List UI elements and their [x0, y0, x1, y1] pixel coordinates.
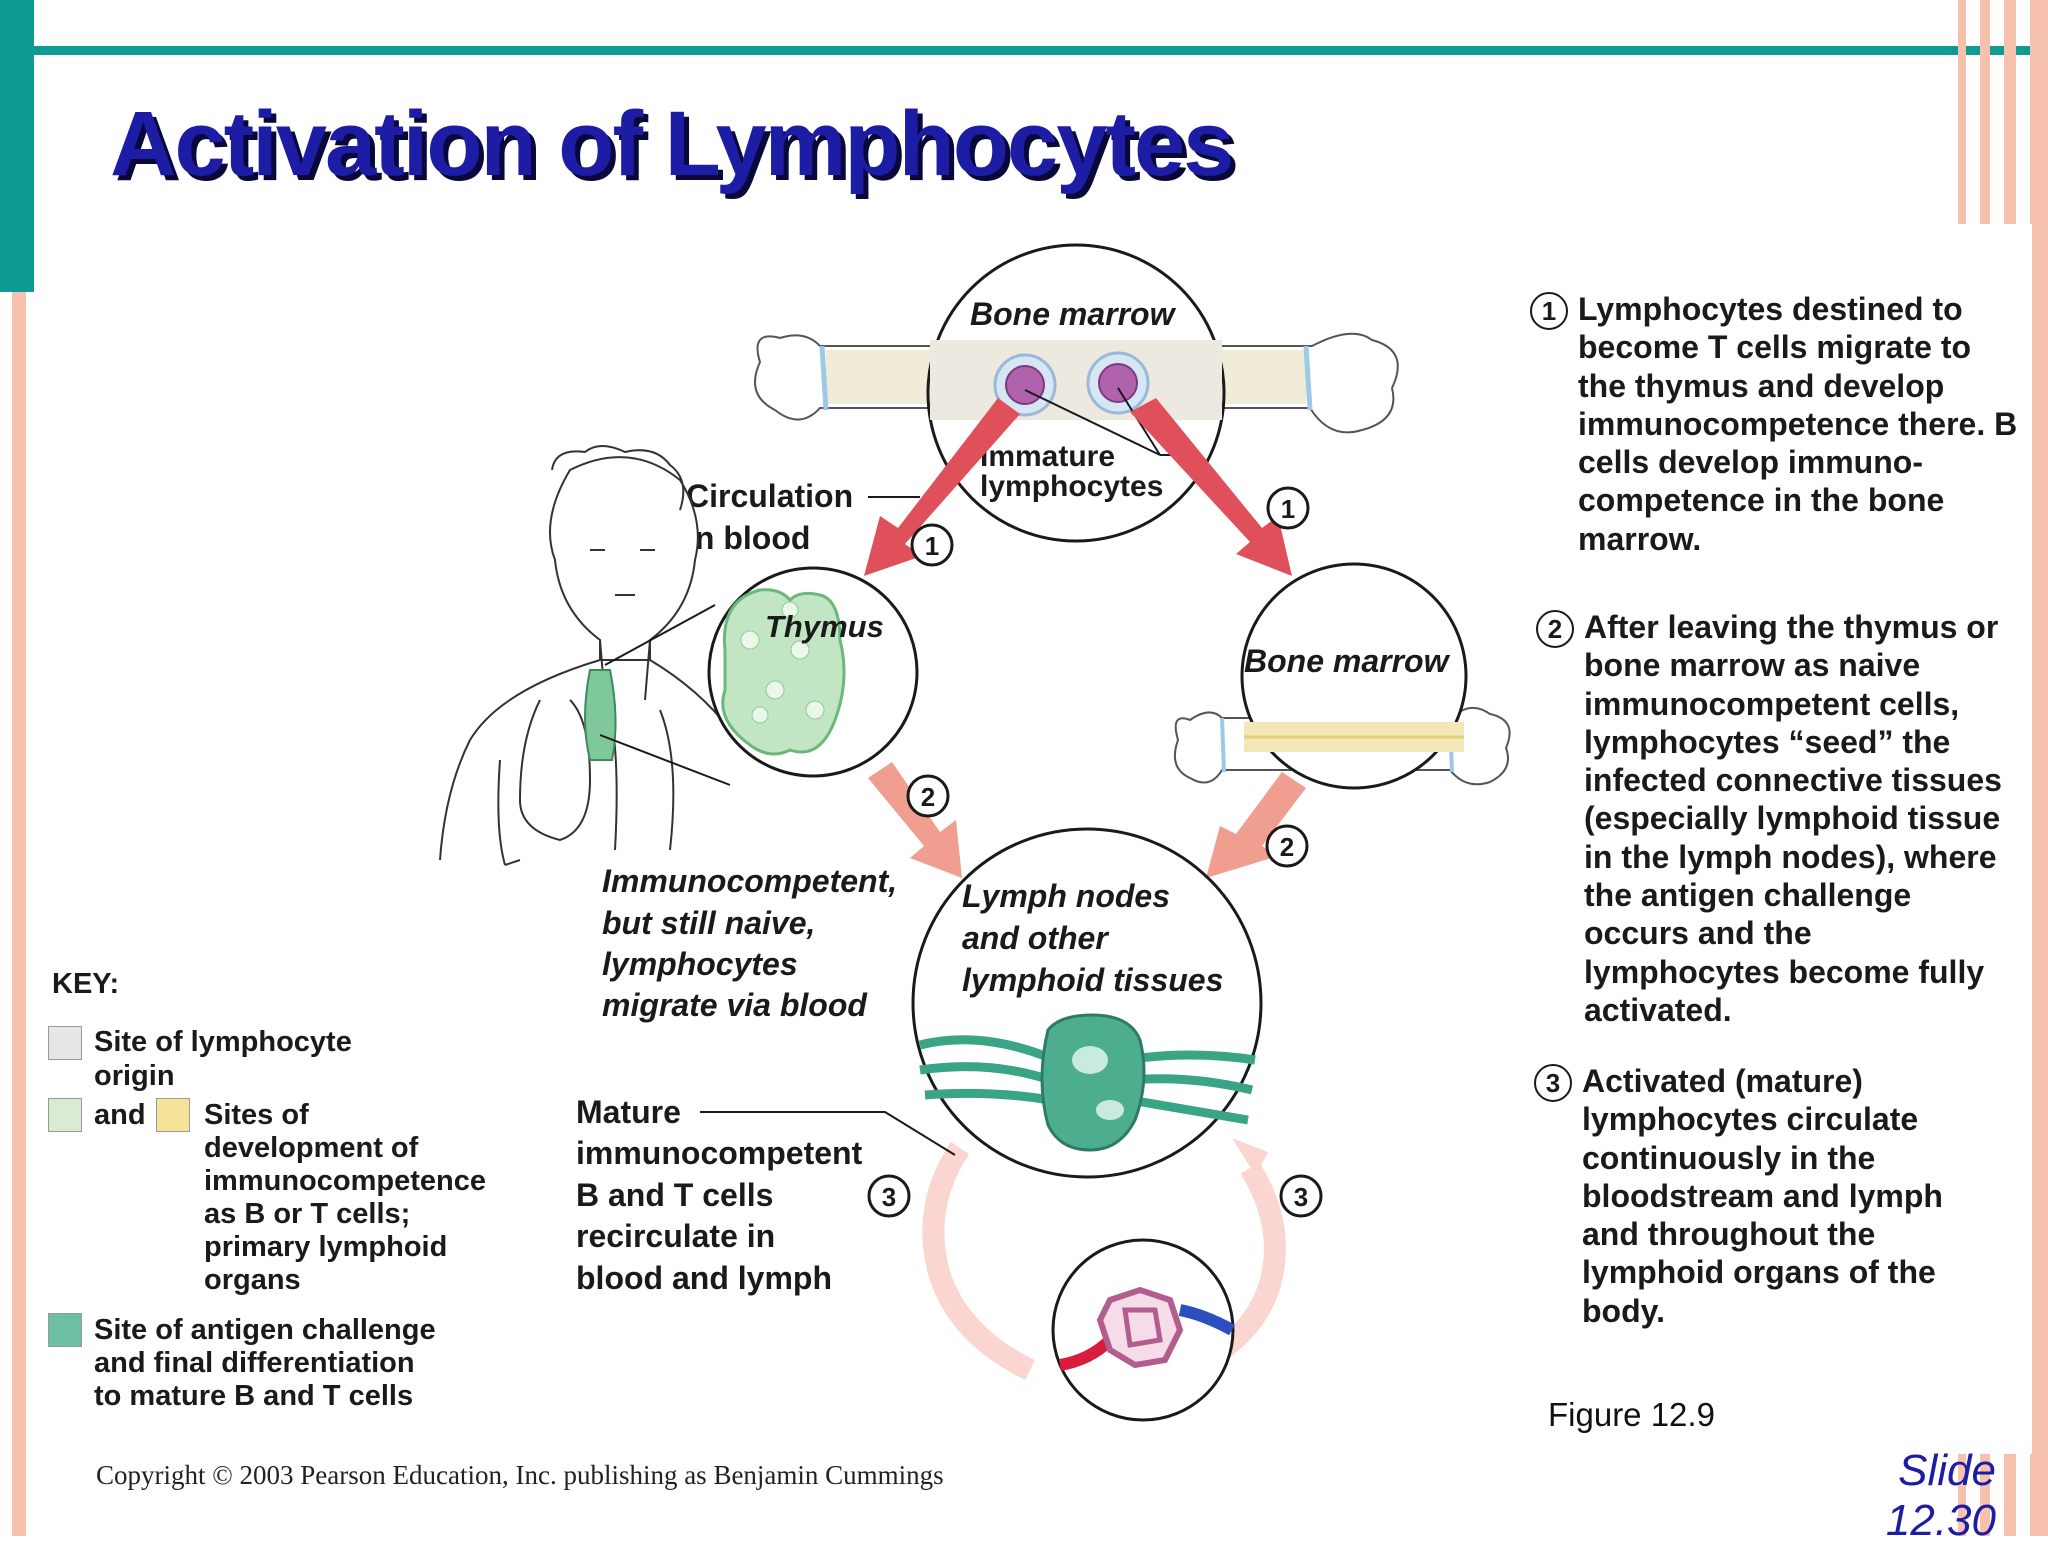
- zoom-line-thymus: [604, 604, 716, 666]
- key-origin-1: Site of lymphocyte: [94, 1026, 352, 1058]
- border-stripe-left: [12, 292, 26, 1536]
- key-primary-4: as B or T cells;: [204, 1198, 411, 1230]
- key-swatch-primary-green: [48, 1098, 82, 1132]
- capillary-bed-circle: [1051, 1238, 1235, 1422]
- arrow-to-thymus: [864, 398, 1020, 576]
- label-mature-5: blood and lymph: [576, 1260, 832, 1296]
- key-primary-2: development of: [204, 1132, 419, 1164]
- zoom-line-thymus: [599, 734, 731, 786]
- leader-line-mature: [700, 1111, 956, 1156]
- label-mature-2: immunocompetent: [576, 1135, 863, 1171]
- label-naive-1: Immunocompetent,: [602, 863, 897, 899]
- label-in-blood: in blood: [686, 520, 810, 556]
- arrow-to-bone-marrow: [1130, 398, 1292, 576]
- label-mature-1: Mature: [576, 1094, 681, 1130]
- slide-title: Activation of Lymphocytes: [110, 93, 1234, 195]
- key-antigen-3: to mature B and T cells: [94, 1380, 414, 1412]
- step-number: 2: [1536, 610, 1574, 648]
- label-thymus: Thymus: [765, 609, 884, 644]
- key-primary-3: immunocompetence: [204, 1165, 486, 1197]
- arrow-thymus-to-lymph: [868, 762, 962, 878]
- marker-two-left: 2: [906, 774, 950, 818]
- step-number: 3: [1534, 1064, 1572, 1102]
- key-antigen-1: Site of antigen challenge: [94, 1314, 436, 1346]
- key-primary-5: primary lymphoid: [204, 1231, 448, 1263]
- step-text: After leaving the thymus or bone marrow …: [1584, 609, 2002, 1028]
- label-mature-3: B and T cells: [576, 1177, 773, 1213]
- step-text: Activated (mature) lymphocytes circulate…: [1582, 1063, 1943, 1329]
- svg-text:3: 3: [1294, 1182, 1308, 1212]
- figure-caption: Figure 12.9: [1548, 1396, 1715, 1433]
- arrow-marrow-to-lymph: [1206, 772, 1306, 878]
- label-bone-marrow-right: Bone marrow: [1244, 643, 1451, 679]
- label-lymph-1: Lymph nodes: [962, 878, 1170, 914]
- key-primary-1: Sites of: [204, 1099, 309, 1131]
- svg-text:2: 2: [1280, 832, 1294, 862]
- bone-marrow-circle-right: [1240, 562, 1468, 790]
- key-swatch-origin: [48, 1026, 82, 1060]
- label-naive-3: lymphocytes: [602, 946, 798, 982]
- marker-one-left: 1: [910, 523, 954, 567]
- label-immature: Immature: [980, 440, 1115, 473]
- marker-three-left: 3: [867, 1174, 911, 1218]
- key-antigen-2: and final differentiation: [94, 1347, 415, 1379]
- thymus-small-illustration: [584, 669, 617, 761]
- label-lymphocytes: lymphocytes: [980, 470, 1163, 503]
- label-naive-4: migrate via blood: [602, 987, 868, 1023]
- lymph-node-circle: [911, 827, 1263, 1179]
- key-swatch-primary-yellow: [156, 1098, 190, 1132]
- key-and: and: [94, 1099, 146, 1131]
- label-mature-4: recirculate in: [576, 1218, 775, 1254]
- marker-one-right: 1: [1266, 486, 1310, 530]
- key-heading: KEY:: [52, 968, 120, 1000]
- step-text: Lymphocytes destined to become T cells m…: [1578, 291, 2018, 557]
- svg-text:1: 1: [925, 531, 939, 561]
- copyright-notice: Copyright © 2003 Pearson Education, Inc.…: [96, 1460, 944, 1490]
- label-lymph-2: and other: [962, 920, 1109, 956]
- marker-three-right: 3: [1279, 1174, 1323, 1218]
- accent-bar-left: [0, 0, 34, 292]
- svg-text:3: 3: [882, 1182, 896, 1212]
- marker-two-right: 2: [1265, 824, 1309, 868]
- slide-number: Slide 12.30: [1885, 1446, 1996, 1545]
- label-lymph-3: lymphoid tissues: [962, 962, 1223, 998]
- key-origin-2: origin: [94, 1060, 175, 1092]
- step-number: 1: [1530, 292, 1568, 330]
- svg-text:2: 2: [921, 782, 935, 812]
- label-naive-2: but still naive,: [602, 905, 815, 941]
- bone-marrow-circle-top: [926, 243, 1226, 543]
- human-figure-illustration: [439, 445, 731, 866]
- border-stripe-right: [2030, 0, 2048, 1536]
- key-swatch-antigen: [48, 1313, 82, 1347]
- svg-text:1: 1: [1281, 494, 1295, 524]
- accent-line-top: [34, 46, 2030, 55]
- label-circulation: Circulation: [686, 478, 853, 514]
- label-bone-marrow-top: Bone marrow: [970, 296, 1177, 332]
- key-primary-6: organs: [204, 1264, 301, 1296]
- thymus-circle: [707, 566, 919, 778]
